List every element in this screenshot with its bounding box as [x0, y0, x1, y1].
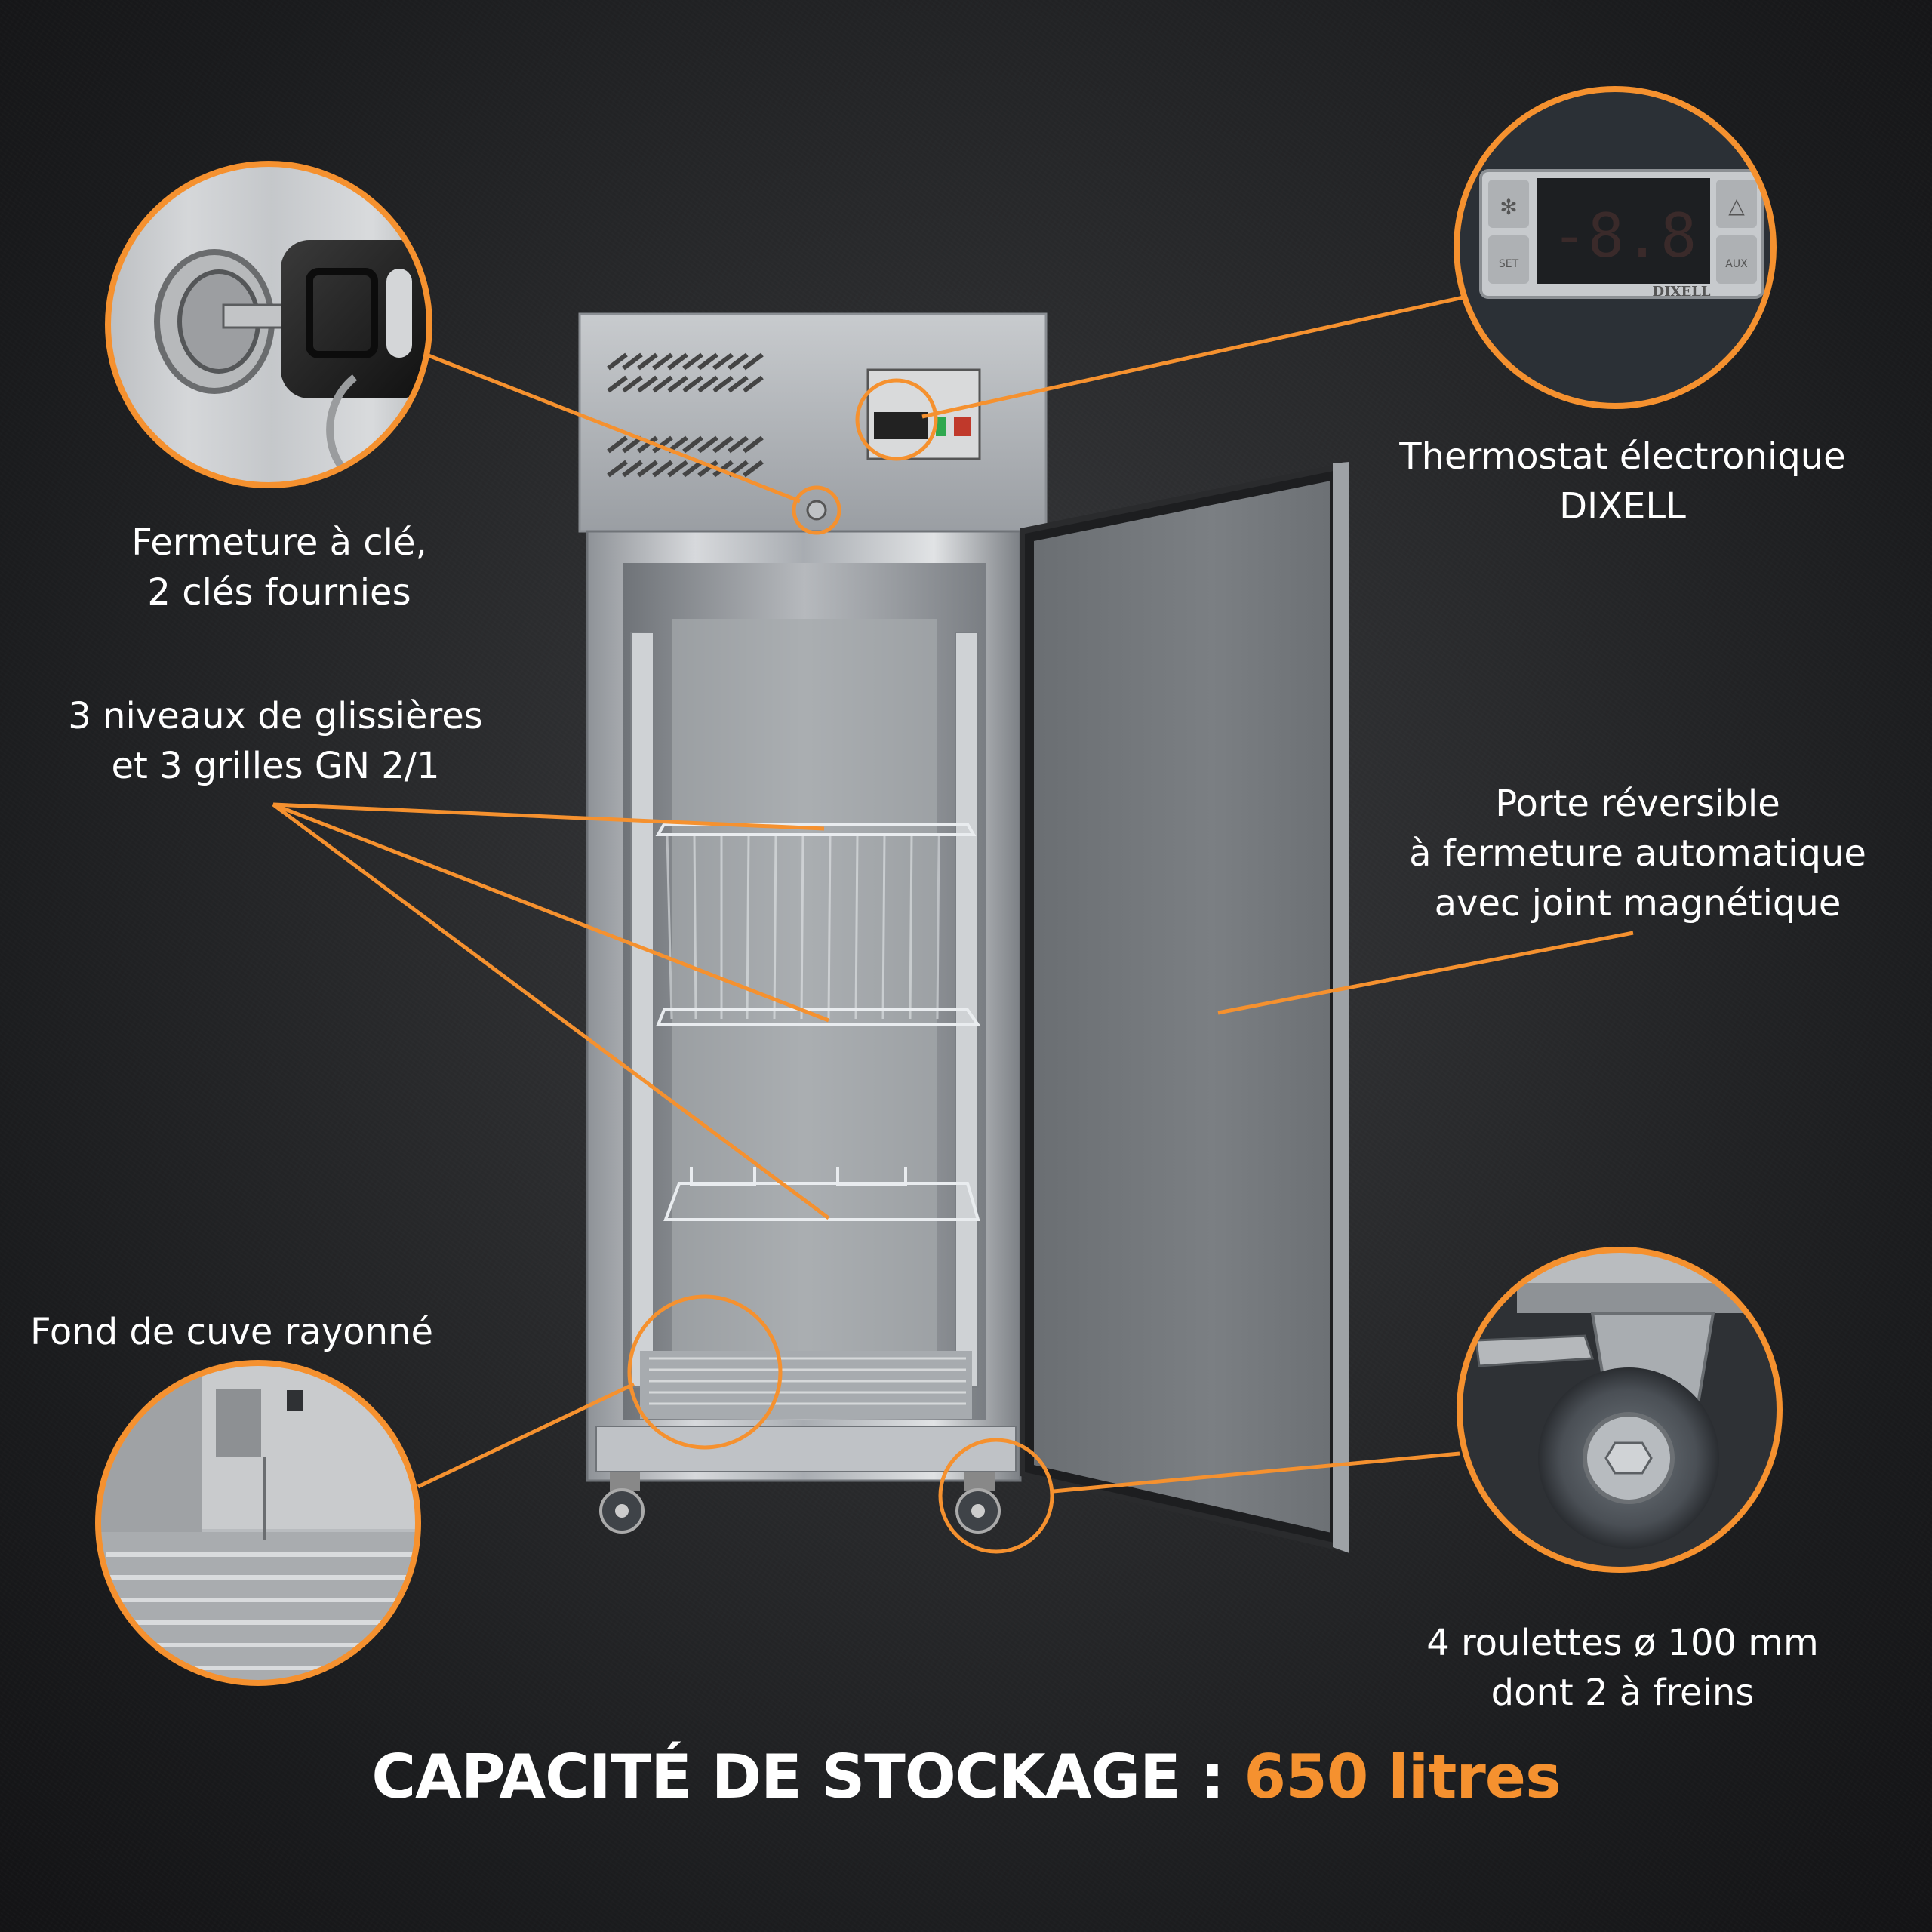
- wheel-ring: [938, 1438, 1054, 1554]
- lock-leader: [426, 352, 801, 503]
- thermostat-screen: [1537, 178, 1710, 284]
- capacity-label: CAPACITÉ DE STOCKAGE :: [371, 1742, 1224, 1812]
- thermostat-button-left-top: ✻: [1488, 180, 1529, 228]
- shelf-bottom: [663, 1167, 980, 1221]
- shelves-caption-line1: 3 niveaux de glissières: [68, 695, 483, 737]
- wheels-caption-line1: 4 roulettes ø 100 mm: [1426, 1622, 1819, 1664]
- shelves: [655, 823, 981, 1221]
- svg-text:△: △: [1728, 193, 1745, 218]
- wheels-caption-line2: dont 2 à freins: [1491, 1672, 1755, 1714]
- lock-caption-line2: 2 clés fournies: [147, 571, 411, 614]
- vent-grille-upper: [607, 352, 764, 393]
- open-door: [1020, 462, 1349, 1553]
- door-leader: [1217, 931, 1634, 1015]
- shelf-leader-3: [272, 802, 830, 1220]
- door-caption-line1: Porte réversible: [1495, 783, 1780, 825]
- door-caption-line2: à fermeture automatique: [1409, 832, 1866, 875]
- svg-text:✻: ✻: [1500, 195, 1517, 220]
- door-caption: Porte réversible à fermeture automatique…: [1374, 779, 1902, 928]
- front-wheels: [599, 1472, 1001, 1534]
- shelf-middle: [656, 1008, 981, 1026]
- floor-leader: [417, 1382, 635, 1489]
- lock-caption: Fermeture à clé, 2 clés fournies: [98, 518, 460, 617]
- thermostat-ring: [855, 378, 938, 461]
- shelves-caption-line2: et 3 grilles GN 2/1: [111, 745, 440, 787]
- lock-detail-circle: [105, 161, 432, 488]
- thermostat-caption-line1: Thermostat électronique: [1399, 435, 1846, 478]
- refrigerator: [578, 312, 1349, 1553]
- capacity-value: 650 litres: [1244, 1742, 1561, 1812]
- floor-caption: Fond de cuve rayonné: [30, 1307, 468, 1357]
- lock-ring: [792, 485, 841, 535]
- thermostat-button-aux: AUX: [1716, 235, 1757, 284]
- wheels-caption: 4 roulettes ø 100 mm dont 2 à freins: [1381, 1618, 1864, 1718]
- shelf-top: [655, 823, 977, 1020]
- thermostat-caption: Thermostat électronique DIXELL: [1358, 432, 1887, 531]
- capacity-title: CAPACITÉ DE STOCKAGE : 650 litres: [0, 1742, 1932, 1812]
- shelf-rail-left: [630, 632, 654, 1388]
- interior-back: [672, 619, 937, 1381]
- brake-lever-icon: [1475, 1334, 1595, 1367]
- door-caption-line3: avec joint magnétique: [1434, 882, 1841, 924]
- floor-detail-circle: [95, 1360, 421, 1686]
- thermostat-caption-line2: DIXELL: [1559, 485, 1686, 528]
- power-switch-green: [936, 417, 946, 436]
- mini-thermostat: [874, 412, 928, 439]
- svg-text:-8.8: -8.8: [1552, 201, 1697, 271]
- wheel-leader: [1053, 1451, 1460, 1494]
- shelves-caption: 3 niveaux de glissières et 3 grilles GN …: [45, 691, 506, 791]
- wheel-detail-circle: [1457, 1247, 1783, 1573]
- cabinet-base: [595, 1426, 1017, 1472]
- power-switch-red: [954, 417, 971, 436]
- svg-text:AUX: AUX: [1725, 258, 1748, 270]
- floor-caption-line1: Fond de cuve rayonné: [30, 1311, 433, 1353]
- svg-text:SET: SET: [1499, 258, 1519, 270]
- shelf-leader-1: [272, 802, 825, 831]
- thermostat-leader: [921, 294, 1471, 419]
- cabinet-floor: [640, 1351, 972, 1419]
- door-lock: [806, 500, 827, 521]
- lock-caption-line1: Fermeture à clé,: [131, 521, 427, 564]
- highlight-rings: [627, 378, 1054, 1554]
- shelf-leader-2: [272, 802, 829, 1023]
- vent-grille-lower: [607, 435, 764, 478]
- leader-lines: [272, 294, 1634, 1494]
- thermostat-button-up: △: [1716, 180, 1757, 228]
- thermostat-button-set: SET: [1488, 235, 1529, 284]
- floor-ring: [627, 1294, 783, 1450]
- thermostat-detail-circle: -8.8 ✻ SET △ AUX DIXELL: [1454, 86, 1777, 409]
- dixell-logo: DIXELL: [1652, 284, 1710, 300]
